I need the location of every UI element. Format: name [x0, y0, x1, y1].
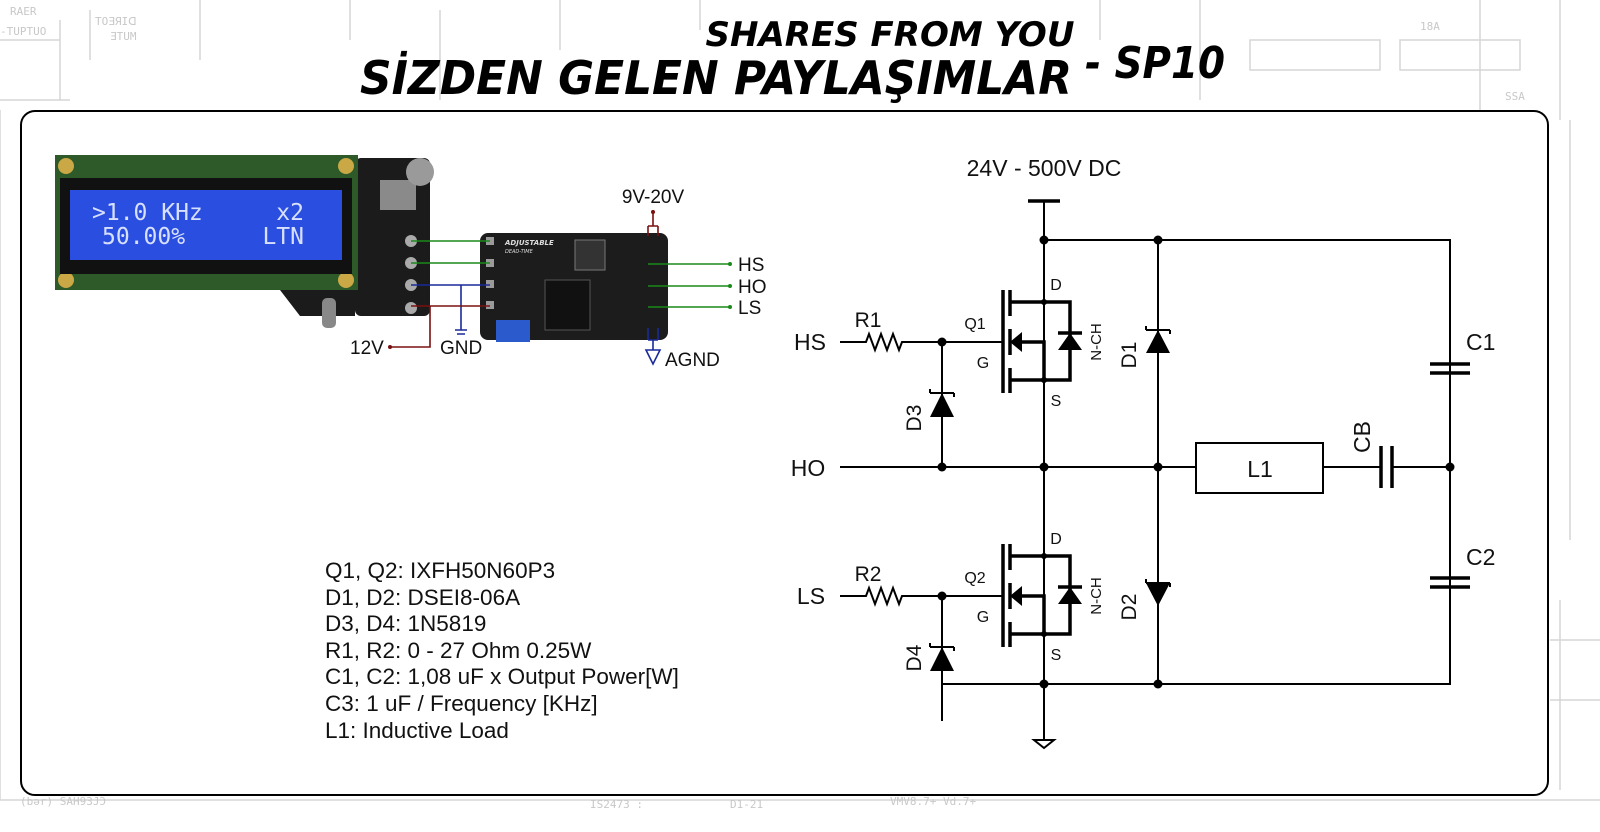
parts-list-item: C3: 1 uF / Frequency [KHz]: [325, 690, 598, 716]
r2-label: R2: [855, 563, 882, 586]
parts-list-item: L1: Inductive Load: [325, 717, 509, 743]
svg-text:S: S: [1051, 393, 1062, 410]
svg-text:D1-21: D1-21: [730, 798, 763, 811]
svg-text:D4: D4: [903, 644, 926, 671]
svg-text:C2: C2: [1466, 544, 1495, 570]
capacitors-c1-c2: [1430, 362, 1470, 589]
svg-text:L1: L1: [1247, 456, 1273, 482]
lcd-line2-right: LTN: [262, 224, 304, 250]
parts-list-item: Q1, Q2: IXFH50N60P3: [325, 558, 556, 583]
module-ls-label: LS: [738, 298, 761, 319]
module-label2: DEAD-TIME: [505, 249, 534, 255]
svg-text:-TUPTUO: -TUPTUO: [0, 25, 46, 38]
parts-list-item: C1, C2: 1,08 uF x Output Power[W]: [325, 664, 679, 690]
trim-pot: [496, 320, 530, 342]
header-title: SİZDEN GELEN PAYLAŞIMLAR: [360, 51, 1072, 105]
svg-text:TOƎЯIᗡ: TOƎЯIᗡ: [95, 15, 137, 28]
background-schematic: RAER -TUPTUO TOƎЯIᗡ ƎTUM (bər) SAH93JƆ IS24…: [0, 0, 1600, 811]
parts-list-item: R1, R2: 0 - 27 Ohm 0.25W: [325, 637, 592, 663]
q1-label: Q1: [964, 316, 985, 333]
svg-text:D1: D1: [1118, 342, 1141, 369]
capacitor-cb: [1379, 446, 1394, 488]
wires: [388, 210, 732, 366]
q2-label: Q2: [964, 570, 985, 587]
svg-text:C1: C1: [1466, 329, 1495, 355]
svg-text:N-CH: N-CH: [1088, 577, 1105, 615]
svg-text:G: G: [977, 355, 989, 372]
svg-text:D: D: [1050, 277, 1062, 294]
gnd-label: GND: [440, 338, 482, 359]
header-suffix: - SP10: [1085, 38, 1225, 89]
toggle-switch: [322, 298, 336, 328]
agnd-label: AGND: [665, 350, 720, 371]
svg-text:SSA: SSA: [1505, 90, 1525, 103]
svg-text:D2: D2: [1118, 594, 1141, 621]
svg-text:N-CH: N-CH: [1088, 323, 1105, 361]
inductor-l1: [1195, 442, 1324, 494]
r1-label: R1: [855, 309, 882, 332]
parts-list-item: D3, D4: 1N5819: [325, 611, 487, 637]
hs-input-label: HS: [794, 329, 826, 355]
svg-text:CB: CB: [1349, 421, 1375, 453]
header-subtitle: SHARES FROM YOU: [706, 15, 1075, 55]
lcd-line2-left: 50.00%: [102, 224, 185, 250]
mosfet-q2-stage: [840, 544, 1082, 721]
svg-text:ƎTUM: ƎTUM: [110, 30, 137, 43]
ls-input-label: LS: [797, 583, 825, 609]
supply-label: 24V - 500V DC: [967, 155, 1122, 181]
svg-text:(bər) SAH93JƆ: (bər) SAH93JƆ: [20, 795, 106, 808]
svg-text:S: S: [1051, 647, 1062, 664]
lcd-screen: [70, 190, 342, 260]
svg-text:18A: 18A: [1420, 20, 1440, 33]
svg-text:D: D: [1050, 531, 1062, 548]
parts-list-item: D1, D2: DSEI8-06A: [325, 584, 521, 610]
mosfet-q1-stage: [840, 290, 1082, 467]
svg-text:G: G: [977, 609, 989, 626]
parts-list: Q1, Q2: IXFH50N60P3 D1, D2: DSEI8-06A D3…: [325, 558, 679, 744]
half-bridge-schematic: 24V - 500V DC L1 CB C1 C2: [840, 155, 1495, 750]
svg-text:VMV8.7+ Vd.7+: VMV8.7+ Vd.7+: [890, 795, 976, 808]
encoder-knob: [380, 180, 416, 210]
module-ho-label: HO: [738, 277, 767, 298]
module-hs-label: HS: [738, 255, 764, 276]
svg-text:RAER: RAER: [10, 5, 37, 18]
svg-text:D3: D3: [903, 405, 926, 432]
dead-time-module: ADJUSTABLE DEAD-TIME: [480, 233, 668, 342]
v12-label: 12V: [350, 338, 384, 359]
lcd-line1-left: >1.0 KHz: [92, 200, 203, 226]
ho-input-label: HO: [791, 455, 826, 481]
svg-text:IS2473 :: IS2473 :: [590, 798, 643, 811]
lcd-controller: >1.0 KHz x2 50.00% LTN: [55, 155, 434, 328]
module-label: ADJUSTABLE: [504, 239, 554, 247]
lcd-line1-right: x2: [276, 200, 304, 226]
supply-9v-20v-label: 9V-20V: [622, 187, 685, 208]
